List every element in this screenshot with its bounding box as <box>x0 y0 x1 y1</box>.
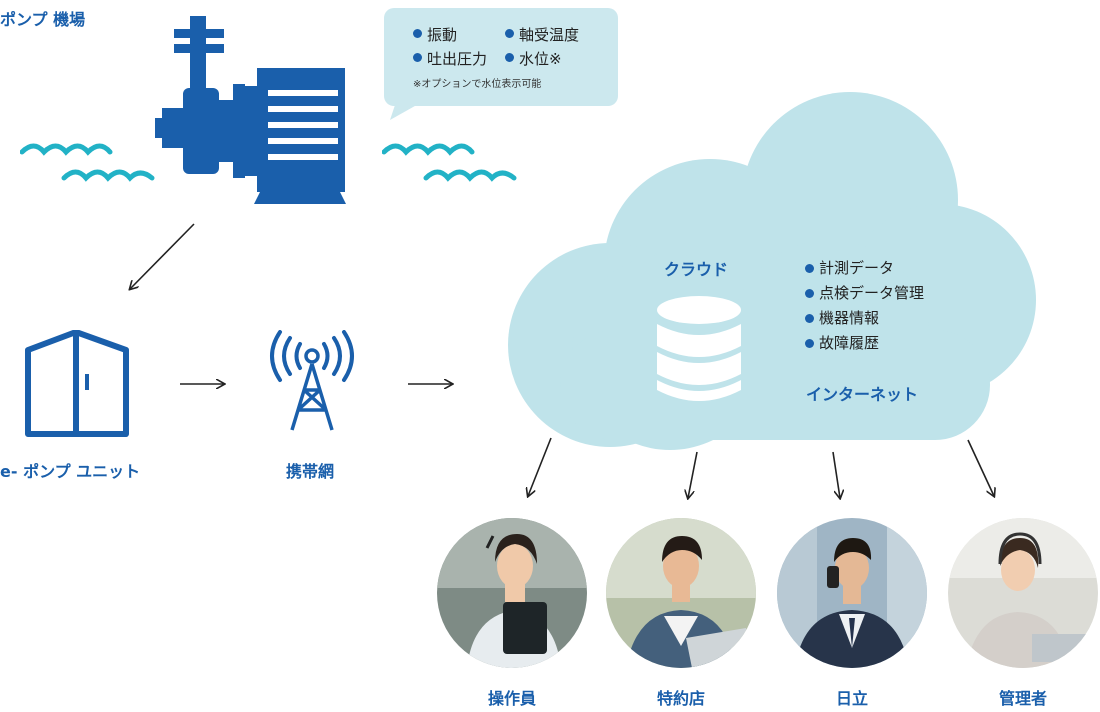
cloud-label: クラウド <box>664 260 729 279</box>
sensor-item: 水位※ <box>505 48 597 69</box>
sensor-item: 軸受温度 <box>505 24 597 45</box>
cloud-data-item: 機器情報 <box>805 306 924 331</box>
sensor-item: 振動 <box>413 24 505 45</box>
water-waves-left-icon <box>20 143 155 182</box>
cloud-shape <box>508 92 1036 450</box>
sensor-list: 振動 軸受温度 吐出圧力 水位※ ※オプションで水位表示可能 <box>413 24 597 90</box>
pump-icon <box>155 16 346 204</box>
cloud-data-list: 計測データ 点検データ管理 機器情報 故障履歴 <box>805 256 924 356</box>
unit-label: e- ポンプ ユニット <box>0 462 141 481</box>
database-icon <box>657 296 741 401</box>
internet-label: インターネット <box>806 385 919 404</box>
operator-label: 操作員 <box>487 689 536 708</box>
cabinet-icon <box>25 330 129 437</box>
pump-station-label: ポンプ 機場 <box>0 10 86 29</box>
antenna-icon <box>270 330 354 431</box>
hitachi-photo <box>777 518 927 668</box>
network-label: 携帯網 <box>286 462 335 481</box>
dealer-label: 特約店 <box>656 689 705 708</box>
hitachi-label: 日立 <box>835 689 868 708</box>
water-waves-right-icon <box>382 143 517 182</box>
dealer-photo <box>606 518 756 668</box>
cloud-data-item: 計測データ <box>805 256 924 281</box>
operator-photo <box>437 518 587 668</box>
administrator-photo <box>948 518 1098 668</box>
sensor-item: 吐出圧力 <box>413 48 505 69</box>
administrator-label: 管理者 <box>998 689 1047 708</box>
cloud-data-item: 点検データ管理 <box>805 281 924 306</box>
speech-bubble <box>384 8 618 120</box>
cloud-data-item: 故障履歴 <box>805 331 924 356</box>
sensor-note: ※オプションで水位表示可能 <box>413 79 542 90</box>
